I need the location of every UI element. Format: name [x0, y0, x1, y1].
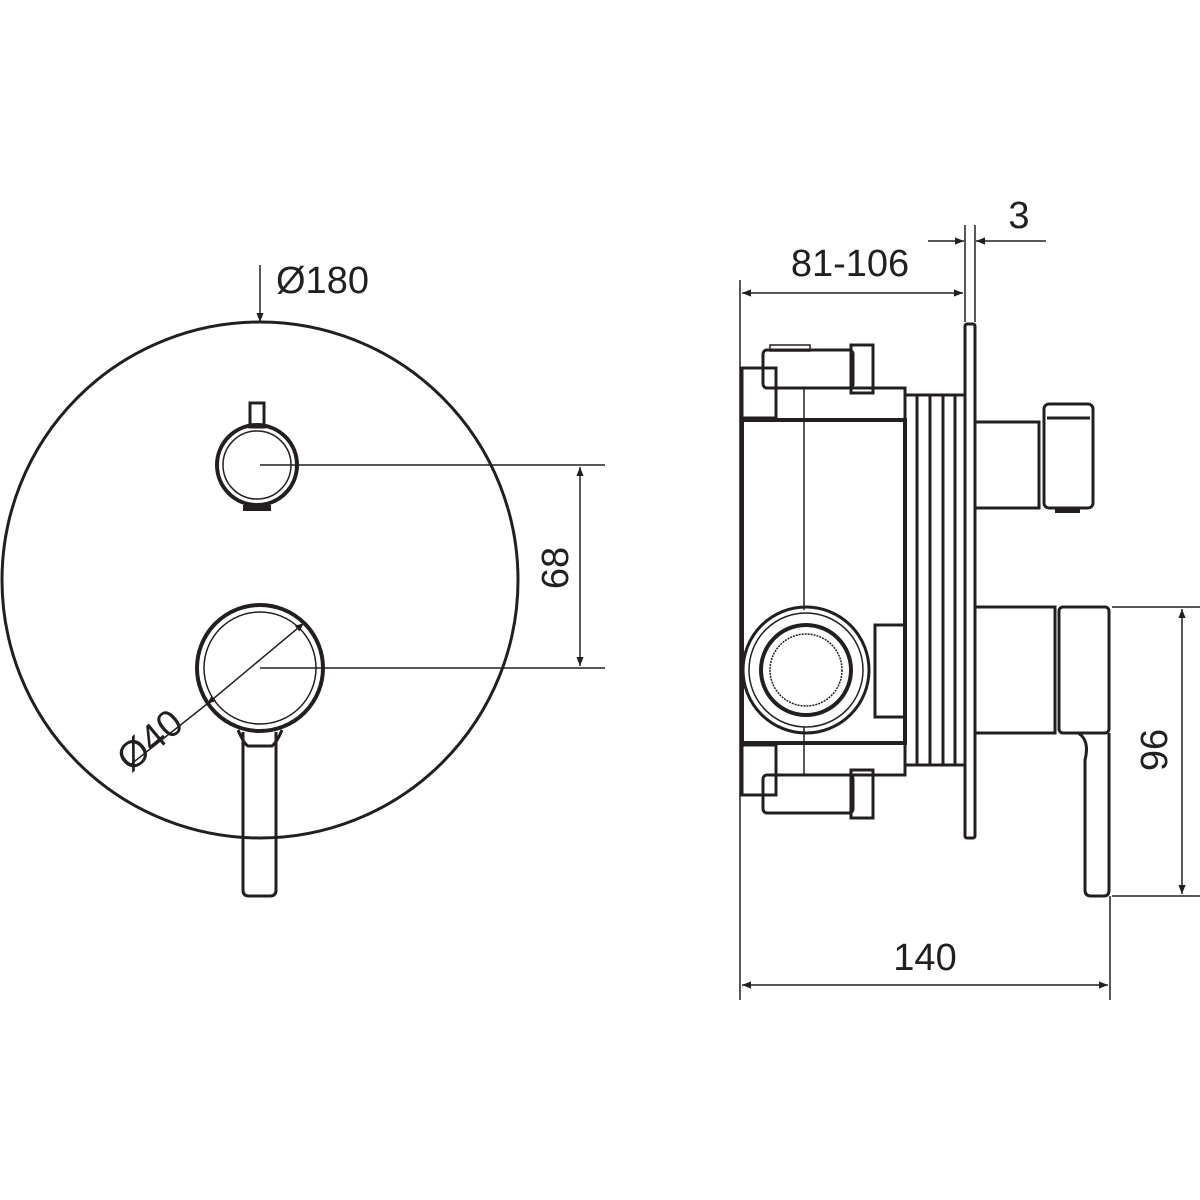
dim-180-label: Ø180	[276, 260, 369, 302]
mixer-handle	[195, 603, 325, 898]
dim-140: 140	[742, 937, 1108, 989]
dim-diameter-180: Ø180	[256, 260, 369, 322]
threaded-sleeve	[903, 393, 967, 767]
diverter-knob-side	[973, 402, 1095, 513]
dim-3: 3	[928, 195, 1046, 245]
dim-81-106: 81-106	[742, 243, 963, 297]
dim-81-106-label: 81-106	[791, 243, 909, 285]
cover-plate	[0, 320, 520, 840]
dim-68-label: 68	[535, 547, 577, 589]
valve-body	[740, 343, 907, 820]
dim-68: 68	[260, 464, 605, 669]
mixer-handle-side	[973, 605, 1111, 898]
dim-96: 96	[1112, 606, 1200, 897]
dim-140-label: 140	[893, 937, 956, 979]
side-view: 81-106 3 140 96	[739, 195, 1200, 1000]
front-view: 68 Ø180 Ø40	[0, 260, 605, 898]
dim-96-label: 96	[1134, 729, 1176, 771]
cover-plate-side	[963, 322, 977, 840]
dim-3-label: 3	[1008, 195, 1029, 237]
dim-40-label: Ø40	[109, 702, 191, 780]
diverter-knob	[215, 401, 299, 511]
